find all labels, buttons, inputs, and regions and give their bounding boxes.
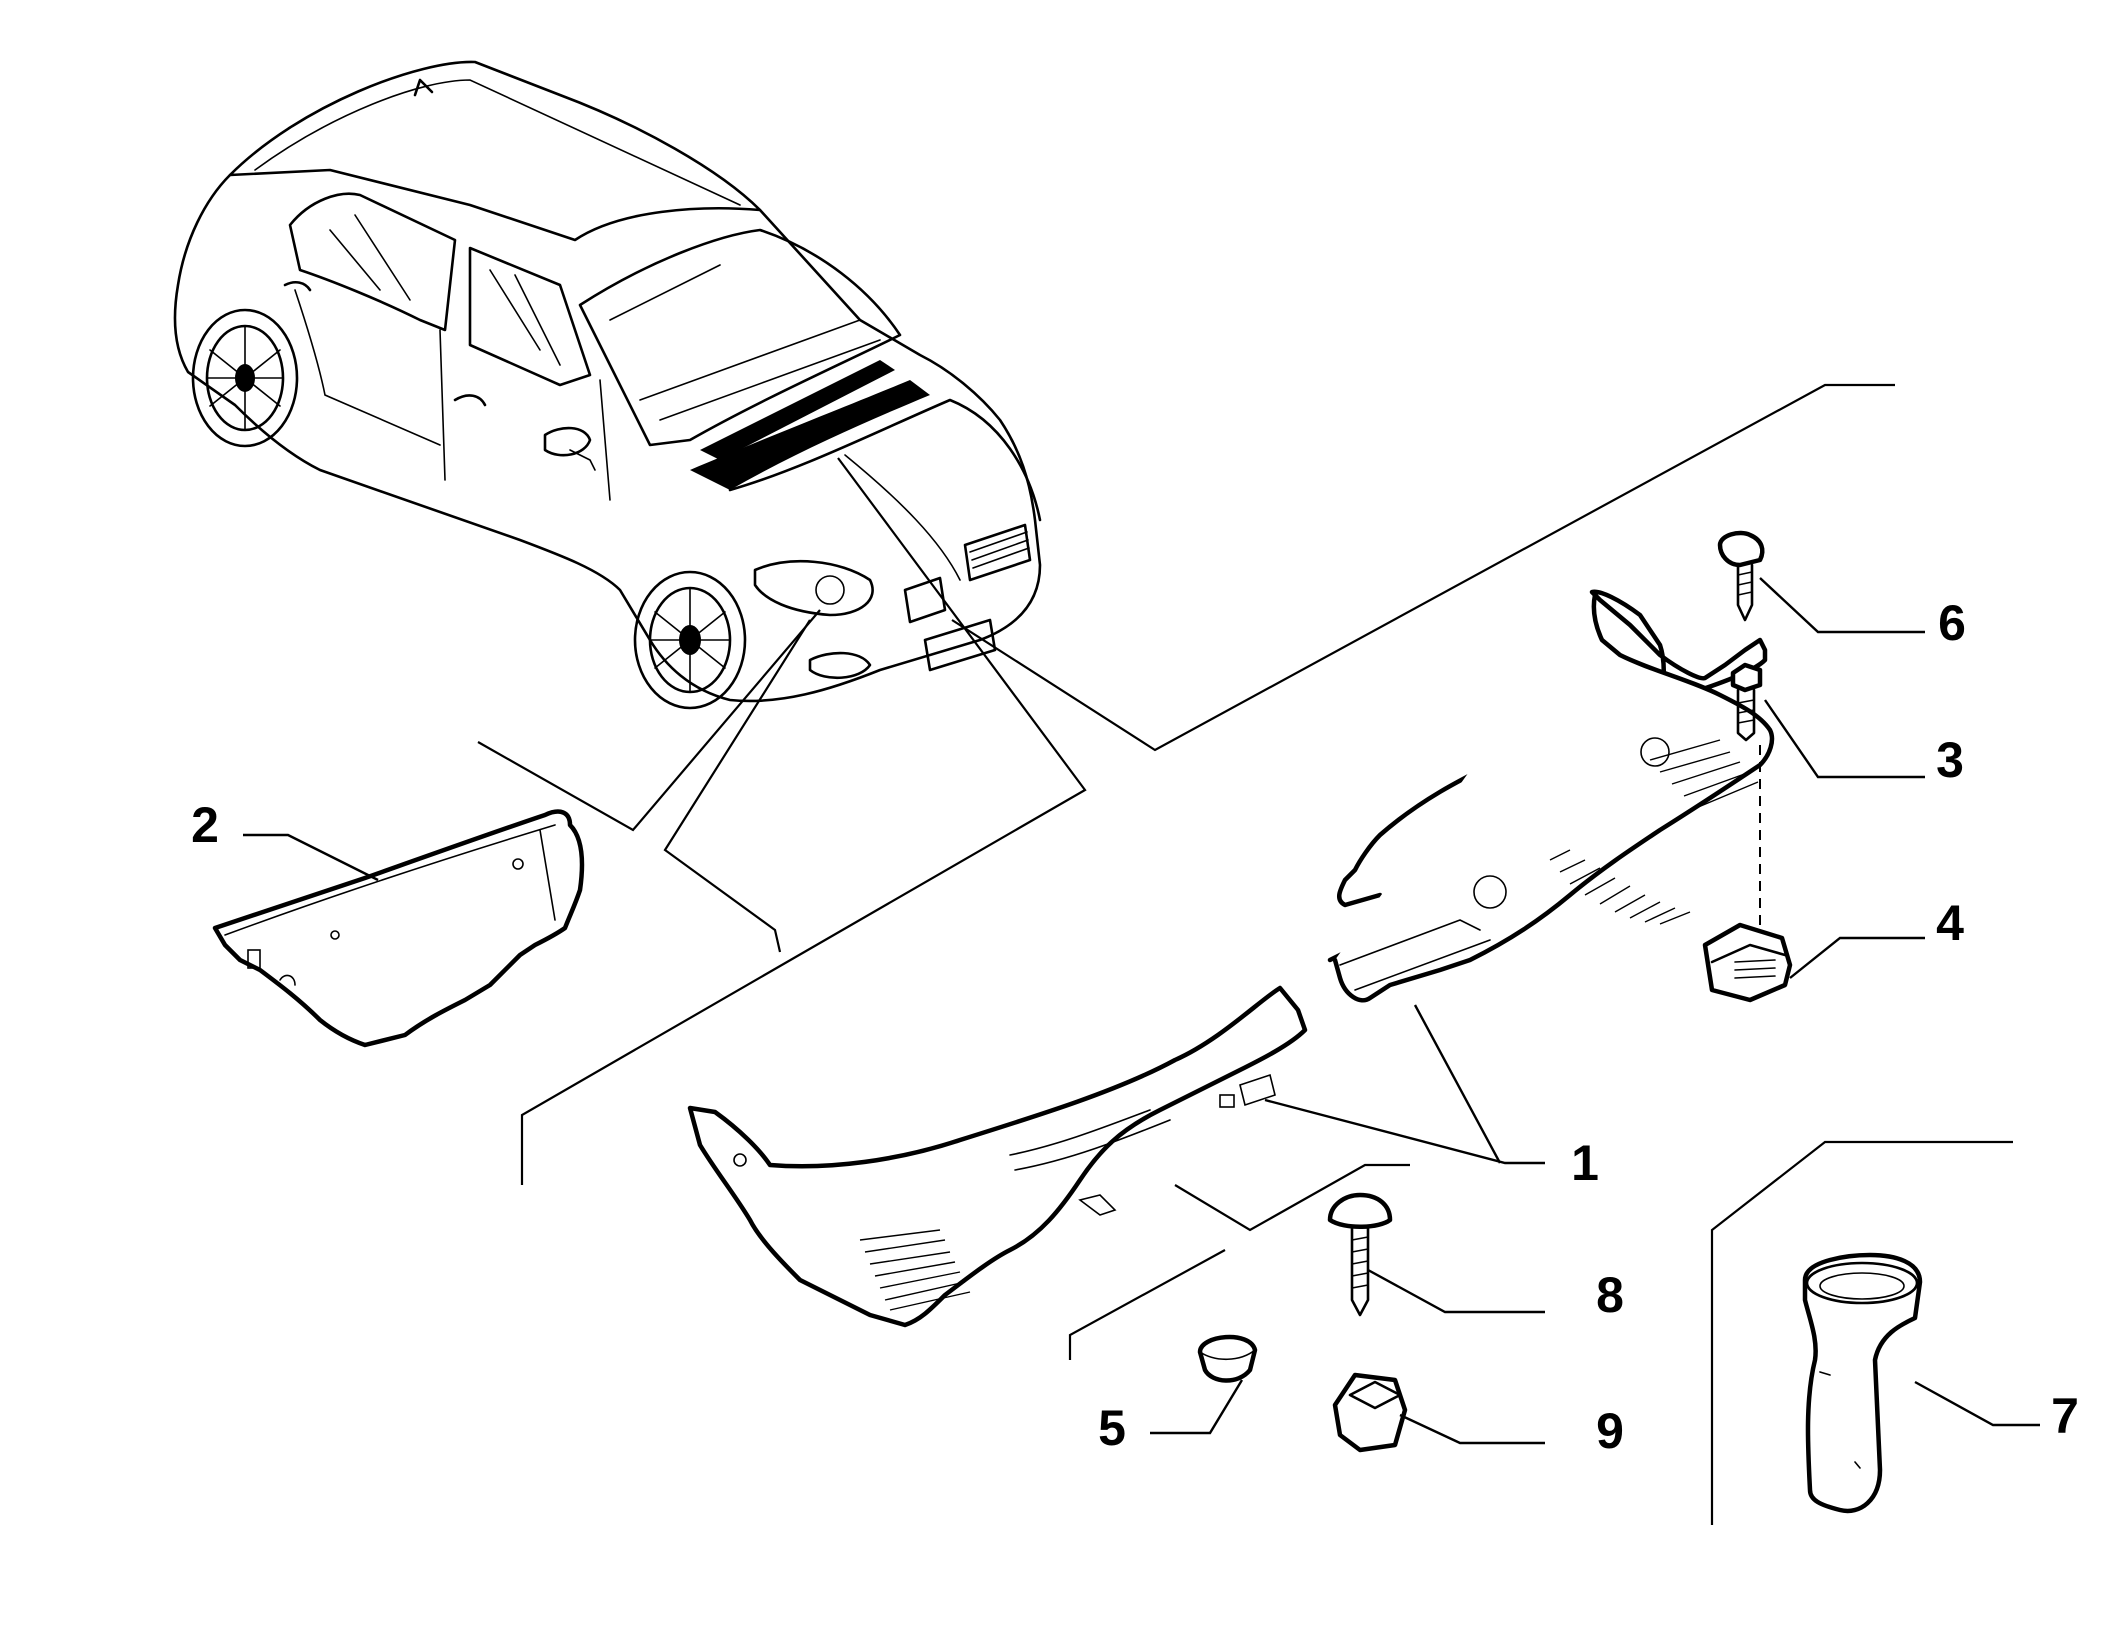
callout-1: 1 xyxy=(1571,1135,1599,1191)
callout-2: 2 xyxy=(191,797,219,853)
part-6-screw xyxy=(1717,530,1765,622)
part-5-plug xyxy=(1197,1334,1258,1383)
leader-lines xyxy=(243,577,2040,1445)
part-4-clip xyxy=(1702,922,1793,1003)
part-7-sleeve xyxy=(1802,1252,1923,1514)
part-3-bolt xyxy=(1730,662,1763,930)
rear-wheel xyxy=(191,308,299,448)
part-9-clip xyxy=(1332,1372,1408,1453)
front-wheel xyxy=(633,570,747,710)
callout-6: 6 xyxy=(1938,595,1966,651)
callout-3: 3 xyxy=(1936,732,1964,788)
callout-9: 9 xyxy=(1596,1403,1624,1459)
guide-lines xyxy=(477,383,2013,1525)
callout-4: 4 xyxy=(1936,895,1964,951)
callout-8: 8 xyxy=(1596,1267,1624,1323)
callout-7: 7 xyxy=(2051,1388,2079,1444)
part-2-cover-panel xyxy=(212,809,585,1048)
part-1-cowl-panel-left xyxy=(687,985,1308,1328)
callout-5: 5 xyxy=(1098,1400,1126,1456)
part-8-screw xyxy=(1327,1192,1393,1317)
part-1-cowl-panel-right xyxy=(1327,589,1775,1003)
callout-labels: 1 2 3 4 5 6 7 8 9 xyxy=(191,595,2079,1459)
car-illustration xyxy=(173,60,1042,710)
